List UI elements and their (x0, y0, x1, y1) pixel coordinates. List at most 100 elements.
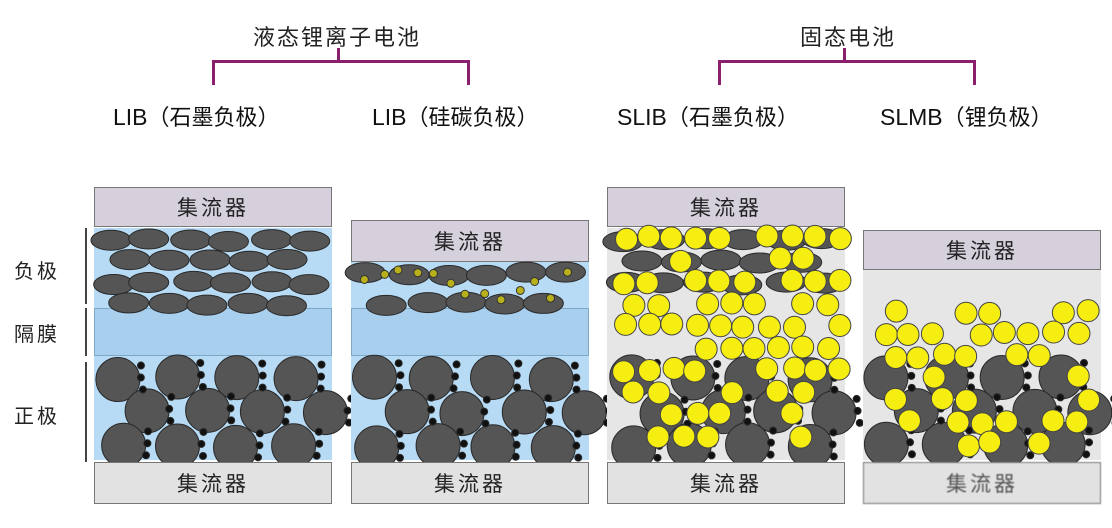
carbon-dot (227, 416, 236, 425)
anode-label: 负极 (14, 259, 60, 283)
graphite-particle (93, 274, 135, 296)
silicon-particle (428, 268, 438, 278)
electrolyte-particle (1065, 410, 1089, 434)
carbon-dot (136, 361, 145, 370)
solid-bracket-stem (843, 48, 846, 63)
electrolyte-particle (1051, 301, 1075, 325)
carbon-dot (546, 405, 555, 414)
carbon-dot (456, 427, 465, 436)
carbon-dot (227, 392, 236, 401)
electrolyte-particle (1077, 388, 1101, 412)
carbon-dot (138, 385, 147, 394)
graphite-particle (186, 294, 228, 316)
carbon-dot (281, 417, 290, 426)
carbon-dot (830, 385, 839, 394)
graphite-particle (505, 261, 547, 283)
electrolyte-particle (780, 268, 804, 292)
electrolyte-particle (686, 313, 710, 337)
graphite-particle (210, 272, 252, 294)
electrolyte-particle (646, 425, 670, 449)
carbon-dot (653, 453, 662, 462)
carbon-dot (744, 393, 753, 402)
electrolyte-particle (992, 320, 1016, 344)
carbon-dot (907, 383, 916, 392)
carbon-dot (572, 373, 581, 382)
carbon-dot (1082, 450, 1091, 459)
carbon-dot (226, 404, 235, 413)
graphite-particle (484, 293, 526, 315)
electrolyte-particle (803, 224, 827, 248)
electrolyte-particle (906, 346, 930, 370)
carbon-dot (196, 358, 205, 367)
carbon-dot (1023, 427, 1032, 436)
carbon-dot (141, 451, 150, 460)
cathode-particle (725, 422, 771, 468)
electrolyte-particle (828, 314, 852, 338)
silicon-particle (460, 289, 470, 299)
electrolyte-particle (791, 335, 815, 359)
electrolyte-particle (896, 322, 920, 346)
electrolyte-particle (660, 312, 684, 336)
electrolyte-particle (684, 226, 708, 250)
electrolyte-particle (614, 312, 638, 336)
carbon-dot (544, 417, 553, 426)
carbon-dot (573, 429, 582, 438)
electrolyte-particle (638, 312, 662, 336)
carbon-dot (428, 417, 437, 426)
graphite-particle (227, 292, 269, 314)
electrolyte-particle (780, 401, 804, 425)
carbon-dot (258, 371, 267, 380)
silicon-particle (480, 289, 490, 299)
electrolyte-particle (804, 358, 828, 382)
electrolyte-particle (662, 356, 686, 380)
electrolyte-particle (1016, 322, 1040, 346)
graphite-particle (700, 249, 742, 271)
carbon-dot (136, 373, 145, 382)
anode-bracket-line (85, 228, 87, 304)
carbon-dot (255, 429, 264, 438)
graphite-particle (148, 292, 190, 314)
liquid-battery-title: 液态锂离子电池 (253, 26, 422, 51)
graphite-particle (289, 230, 331, 252)
graphite-particle (288, 274, 330, 296)
electrolyte-particle (635, 271, 659, 295)
carbon-dot (852, 394, 861, 403)
cell-label-slmb-lithium: SLMB（锂负极） (880, 100, 1053, 132)
electrolyte-particle (780, 224, 804, 248)
electrolyte-particle (791, 292, 815, 316)
electrolyte-particle (783, 315, 807, 339)
carbon-dot (766, 438, 775, 447)
carbon-dot (572, 385, 581, 394)
solid-battery-title: 固态电池 (800, 26, 897, 51)
carbon-dot (258, 359, 267, 368)
electrolyte-particle (720, 336, 744, 360)
graphite-particle (170, 229, 212, 251)
electrolyte-particle (684, 268, 708, 292)
carbon-dot (769, 426, 778, 435)
carbon-dot (143, 439, 152, 448)
electrolyte-particle (709, 314, 733, 338)
carbon-dot (512, 440, 521, 449)
graphite-particle (108, 292, 150, 314)
carbon-dot (853, 406, 862, 415)
electrolyte-particle (742, 337, 766, 361)
electrolyte-particle (884, 299, 908, 323)
carbon-dot (427, 405, 436, 414)
bottom-current-collector: 集流器 (351, 462, 589, 504)
separator-layer (351, 308, 589, 356)
graphite-particle (365, 294, 407, 316)
cathode-particle (185, 387, 231, 433)
silicon-particle (562, 267, 572, 277)
cathode-particle (302, 390, 348, 436)
electrolyte-particle (954, 301, 978, 325)
carbon-dot (828, 440, 837, 449)
electrolyte-particle (874, 323, 898, 347)
electrolyte-particle (827, 357, 851, 381)
carbon-dot (711, 371, 720, 380)
cathode-particle (501, 389, 547, 435)
silicon-particle (496, 295, 506, 305)
electrolyte-particle (954, 344, 978, 368)
top-current-collector: 集流器 (863, 230, 1101, 270)
graphite-particle (251, 271, 293, 293)
carbon-dot (255, 441, 264, 450)
